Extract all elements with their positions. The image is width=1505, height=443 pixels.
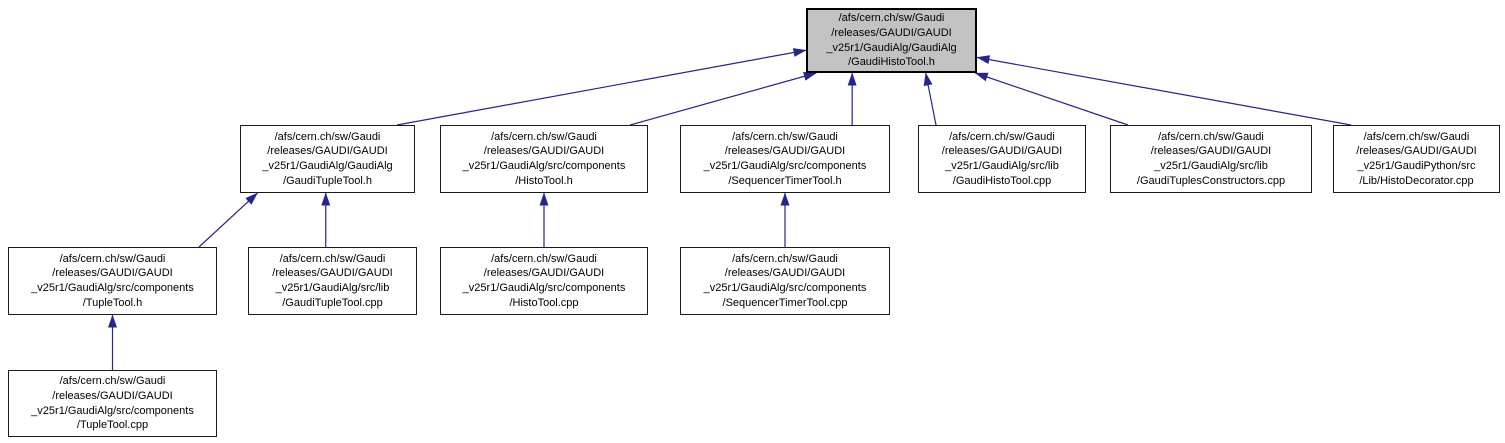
edge-gaudi-tuple-tool-h-to-gaudi-histo-tool-h <box>396 48 807 126</box>
graph-node-gaudi-histo-tool-cpp[interactable]: /afs/cern.ch/sw/Gaudi /releases/GAUDI/GA… <box>918 125 1086 193</box>
graph-node-histo-tool-cpp[interactable]: /afs/cern.ch/sw/Gaudi /releases/GAUDI/GA… <box>440 247 648 315</box>
graph-node-gaudi-tuples-constructors-cpp[interactable]: /afs/cern.ch/sw/Gaudi /releases/GAUDI/GA… <box>1110 125 1312 193</box>
edge-histo-decorator-cpp-to-gaudi-histo-tool-h <box>976 55 1352 126</box>
graph-node-gaudi-tuple-tool-cpp[interactable]: /afs/cern.ch/sw/Gaudi /releases/GAUDI/GA… <box>248 247 417 315</box>
edge-tuple-tool-h-to-gaudi-tuple-tool-h <box>198 192 258 248</box>
edges-group <box>108 48 1352 370</box>
graph-node-tuple-tool-cpp[interactable]: /afs/cern.ch/sw/Gaudi /releases/GAUDI/GA… <box>8 370 217 437</box>
graph-node-sequencer-timer-tool-cpp[interactable]: /afs/cern.ch/sw/Gaudi /releases/GAUDI/GA… <box>680 247 890 315</box>
graph-node-tuple-tool-h[interactable]: /afs/cern.ch/sw/Gaudi /releases/GAUDI/GA… <box>8 247 217 315</box>
graph-node-sequencer-timer-tool-h[interactable]: /afs/cern.ch/sw/Gaudi /releases/GAUDI/GA… <box>680 125 890 193</box>
graph-node-histo-decorator-cpp[interactable]: /afs/cern.ch/sw/Gaudi /releases/GAUDI/GA… <box>1333 125 1500 193</box>
edge-histo-tool-h-to-gaudi-histo-tool-h <box>629 72 817 126</box>
edge-gaudi-histo-tool-cpp-to-gaudi-histo-tool-h <box>923 72 937 126</box>
graph-node-histo-tool-h[interactable]: /afs/cern.ch/sw/Gaudi /releases/GAUDI/GA… <box>440 125 648 193</box>
edge-gaudi-tuples-constructors-cpp-to-gaudi-histo-tool-h <box>974 72 1129 126</box>
graph-node-gaudi-histo-tool-h[interactable]: /afs/cern.ch/sw/Gaudi /releases/GAUDI/GA… <box>806 8 977 73</box>
graph-node-gaudi-tuple-tool-h[interactable]: /afs/cern.ch/sw/Gaudi /releases/GAUDI/GA… <box>240 125 415 193</box>
